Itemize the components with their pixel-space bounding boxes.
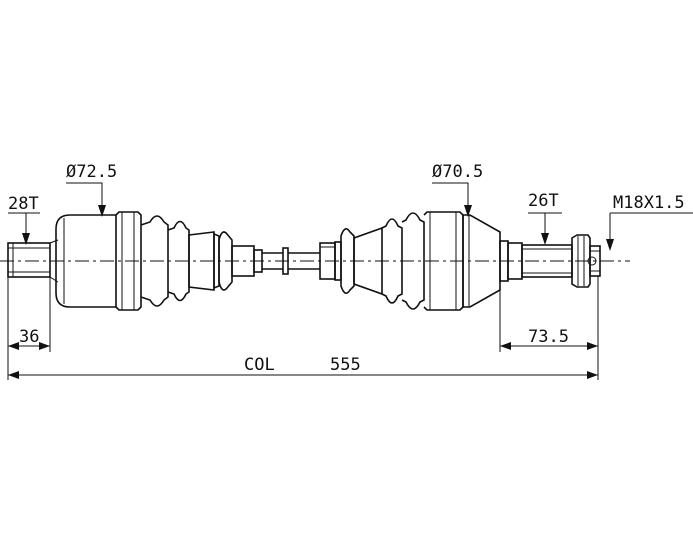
right-spline-stub <box>507 234 601 288</box>
left-neck <box>231 245 263 277</box>
callout-diameter-right: Ø70.5 <box>432 162 483 217</box>
left-boot <box>115 211 233 311</box>
dimension-overall: COL 555 <box>8 355 598 379</box>
label-length-right-stub: 73.5 <box>528 327 569 347</box>
extension-lines <box>7 276 599 380</box>
label-spline-left: 28T <box>8 194 39 214</box>
label-length-left-stub: 36 <box>19 327 39 347</box>
callout-spline-left: 28T <box>8 194 40 245</box>
label-overall-length: 555 <box>330 355 361 375</box>
callout-thread: M18X1.5 <box>606 193 693 251</box>
left-spline-stub <box>7 239 59 283</box>
label-diameter-right: Ø70.5 <box>432 162 483 182</box>
main-shaft <box>262 242 336 280</box>
dimension-left-stub: 36 <box>8 327 50 350</box>
callout-spline-right: 26T <box>528 191 562 245</box>
left-cv-housing <box>55 214 117 308</box>
label-thread: M18X1.5 <box>613 193 685 213</box>
callout-diameter-left: Ø72.5 <box>66 162 117 217</box>
label-spline-right: 26T <box>528 191 559 211</box>
dimension-right-stub: 73.5 <box>500 327 598 350</box>
label-overall-prefix: COL <box>244 355 275 375</box>
label-diameter-left: Ø72.5 <box>66 162 117 182</box>
